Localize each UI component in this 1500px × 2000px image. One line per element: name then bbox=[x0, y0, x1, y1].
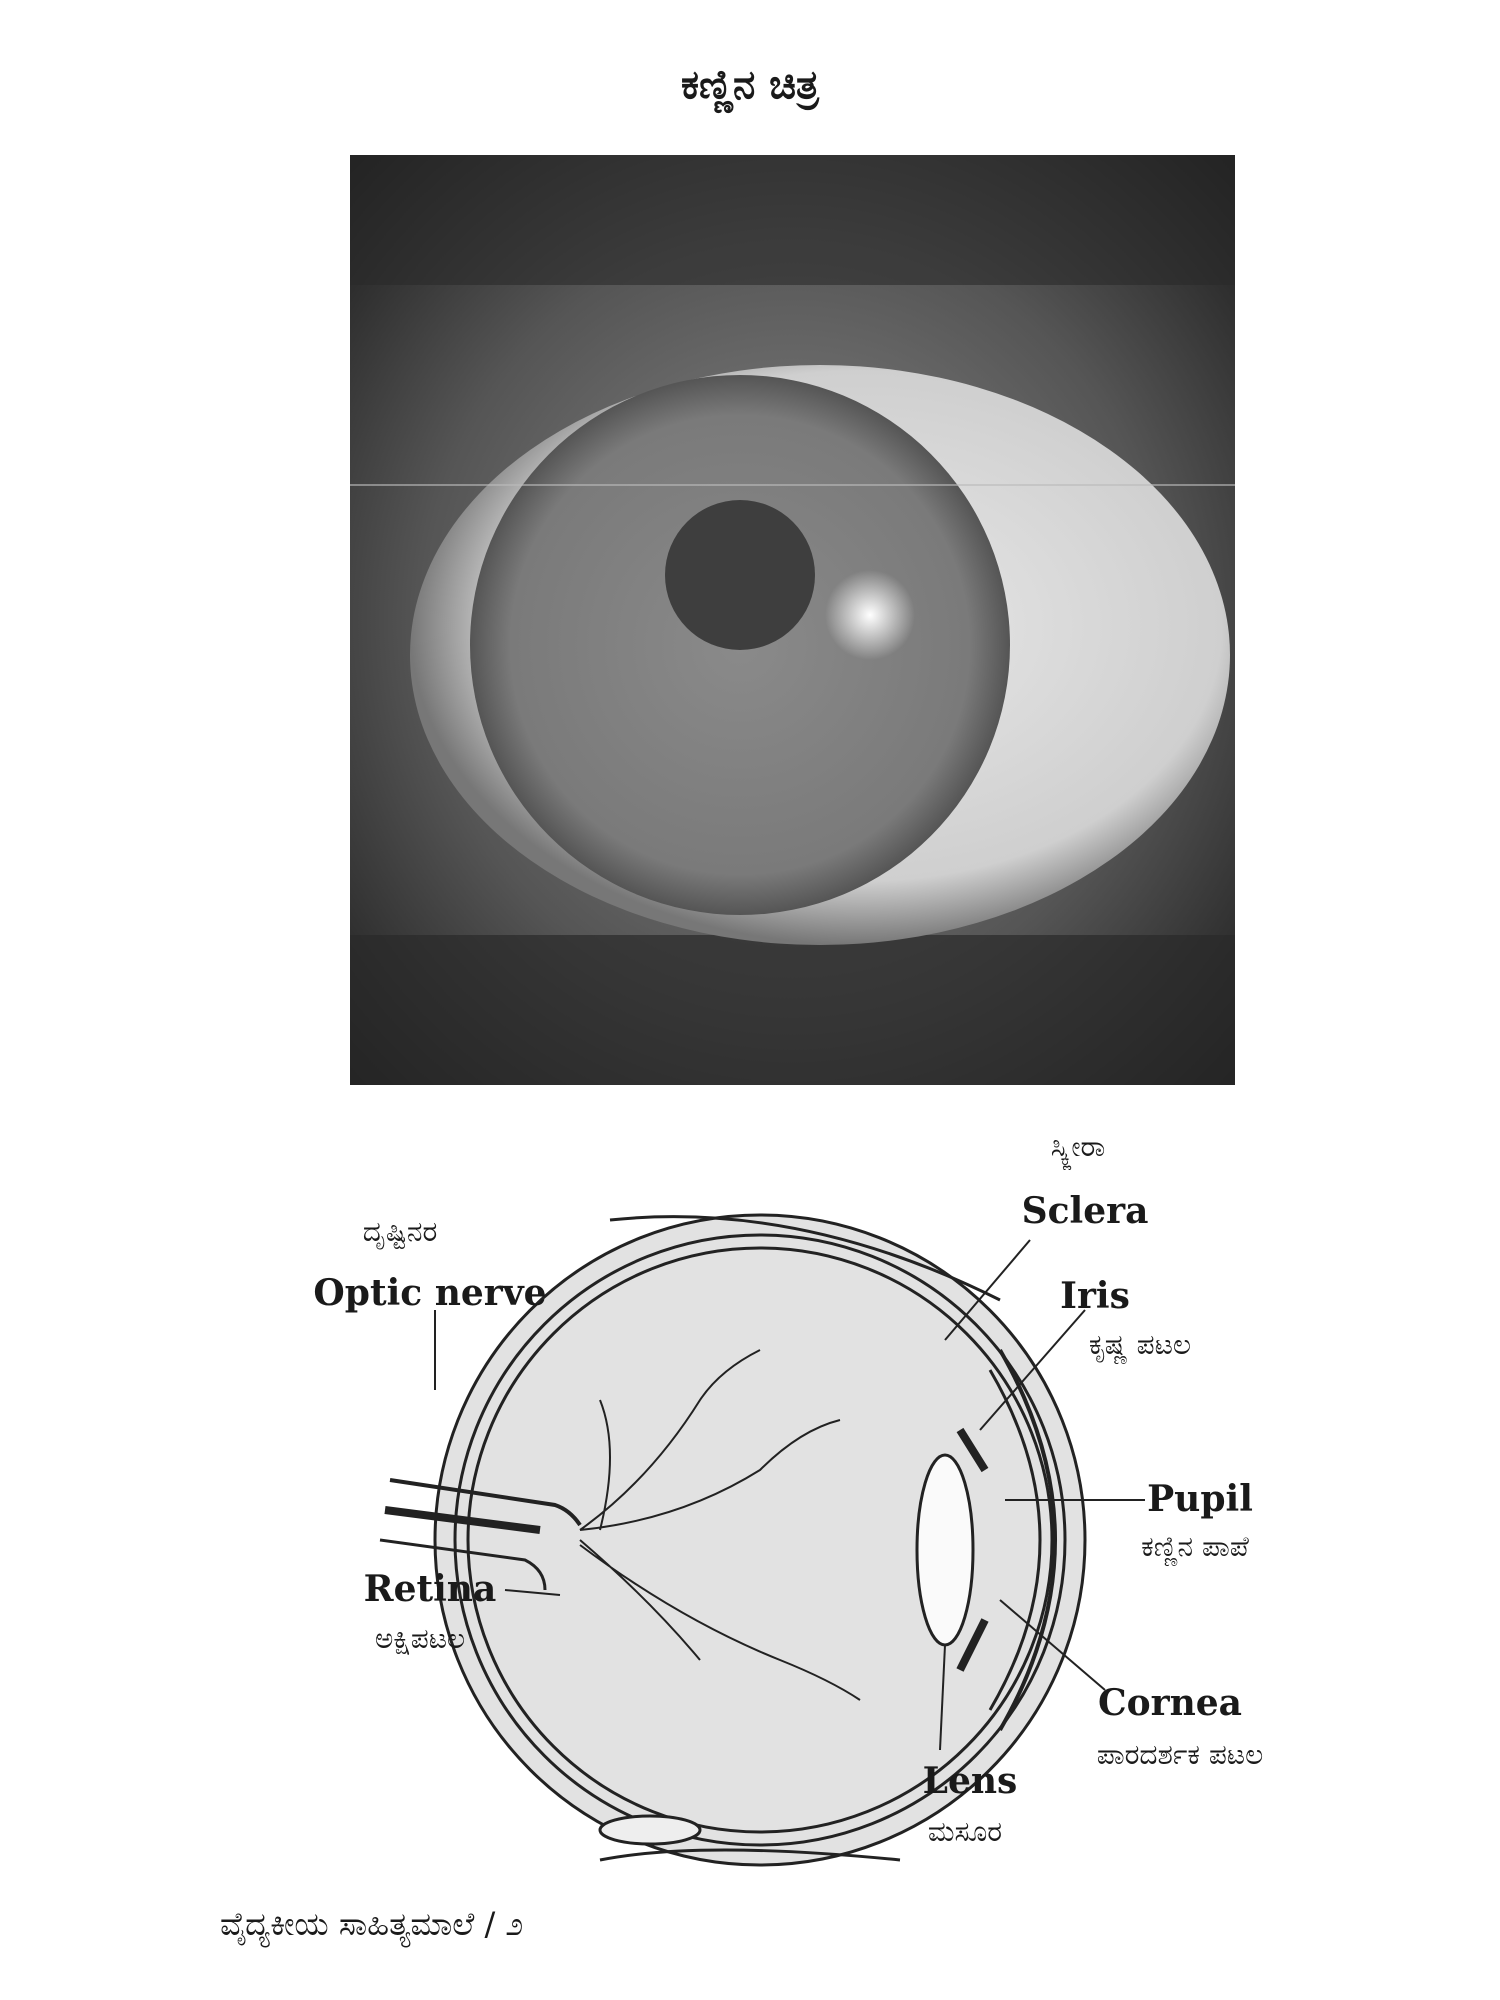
eye-anatomy-drawing bbox=[379, 1213, 1145, 1867]
sclera-label-kn: ಸ್ಕ್ಲೀರಾ bbox=[1050, 1130, 1106, 1163]
lens-label: Lens bbox=[922, 1760, 1018, 1802]
optic-nerve-label: Optic nerve bbox=[313, 1272, 547, 1314]
pupil-label-kn: ಕಣ್ಣಿನ ಪಾಪೆ bbox=[1141, 1530, 1249, 1563]
pupil-label: Pupil bbox=[1147, 1478, 1253, 1520]
retina-label: Retina bbox=[363, 1568, 497, 1610]
page-title: ಕಣ್ಣಿನ ಚಿತ್ರ bbox=[681, 62, 819, 108]
pupil bbox=[665, 500, 815, 650]
iris-label-kn: ಕೃಷ್ಣ ಪಟಲ bbox=[1088, 1328, 1192, 1361]
eye-cross-section-diagram: ಸ್ಕ್ಲೀರಾ Sclera ದೃಷ್ಟಿನರ Optic nerve Iri… bbox=[0, 1100, 1500, 1880]
eye-photograph bbox=[350, 155, 1235, 1085]
optic-nerve-label-kn: ದೃಷ್ಟಿನರ bbox=[362, 1215, 438, 1248]
cornea-label-kn: ಪಾರದರ್ಶಕ ಪಟಲ bbox=[1096, 1738, 1264, 1771]
cornea-label: Cornea bbox=[1097, 1682, 1243, 1724]
lens-label-kn: ಮಸೂರ bbox=[927, 1815, 1003, 1848]
retina-label-kn: ಅಕ್ಷಿಪಟಲ bbox=[374, 1622, 466, 1655]
sclera-label: Sclera bbox=[1021, 1190, 1149, 1232]
page-footer: ವೈದ್ಯಕೀಯ ಸಾಹಿತ್ಯಮಾಲೆ / ೨ bbox=[220, 1905, 524, 1943]
leader-lines bbox=[434, 1239, 1145, 1751]
iris-label: Iris bbox=[1060, 1275, 1130, 1317]
